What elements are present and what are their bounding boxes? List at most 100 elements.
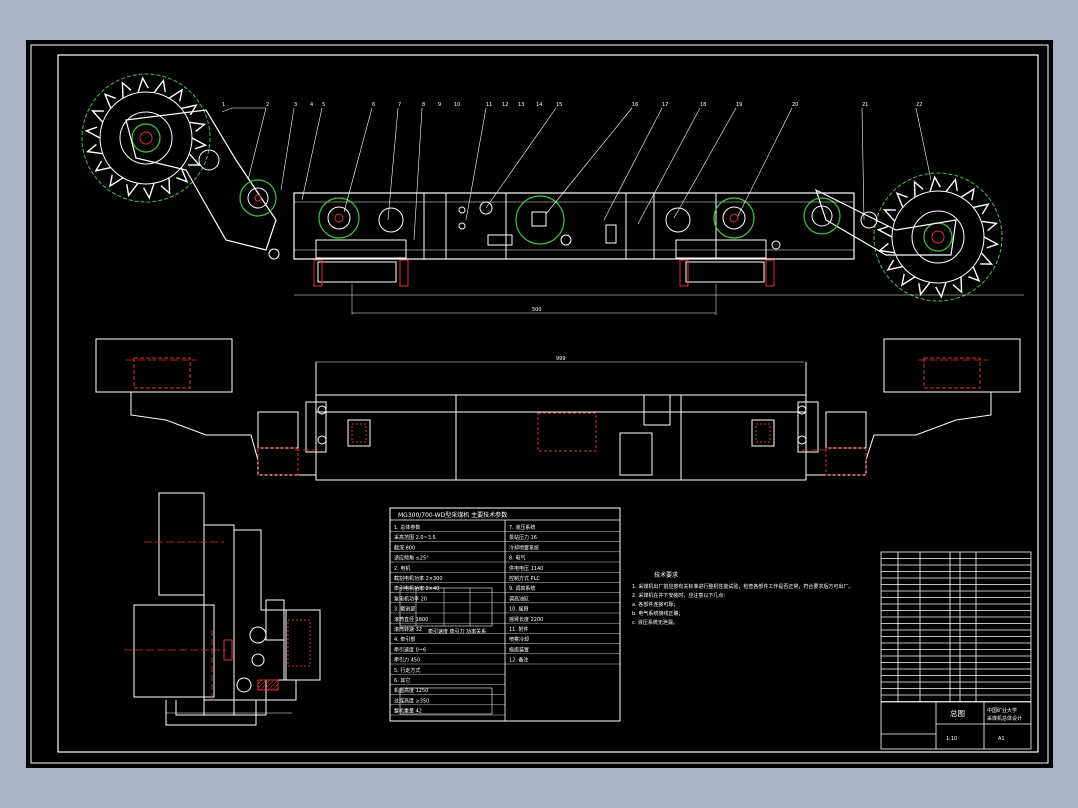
params-row-left: 6. 其它 (394, 677, 410, 684)
title-scale: 1:10 (946, 736, 957, 742)
tech-req-line: a. 各部件连接可靠； (632, 601, 678, 608)
params-row-left: 牵引电机功率 2×40 (394, 585, 439, 592)
drum-pick (901, 273, 916, 287)
params-row-left: 5. 行走方式 (394, 667, 420, 674)
part-number-label: 15 (556, 102, 562, 108)
drum-pick (983, 236, 1000, 249)
params-row-left: 整机重量 42 (394, 708, 422, 715)
params-row-right: 11. 附件 (509, 626, 529, 633)
drum-pick (960, 187, 975, 201)
part-number-label: 13 (518, 102, 524, 108)
part-number-label: 5 (322, 102, 325, 108)
part-number-label: 17 (662, 102, 668, 108)
params-row-right: 拖缆装置 (509, 646, 529, 653)
mechanical-drawing: 500 12345678910111213141516171819202122 … (30, 44, 1049, 764)
drum-pick (153, 78, 166, 94)
params-row-right: 泵站压力 16 (509, 534, 537, 541)
shearer-plan-view: 999 (95, 338, 1021, 481)
params-row-left: 牵引速度 0~6 (394, 646, 426, 653)
params-row-left: 截深 800 (394, 544, 415, 551)
part-number-label: 3 (294, 102, 297, 108)
drum-pick (895, 191, 908, 208)
params-row-right: 8. 电气 (509, 555, 525, 562)
drum-pick (176, 167, 189, 184)
params-row-left: 4. 牵引部 (394, 636, 415, 643)
right-cutting-drum (873, 172, 1003, 302)
params-row-right: 喷雾冷却 (509, 636, 529, 643)
tech-req-line: 2. 采煤机在井下安装时，应注意以下几点： (632, 592, 728, 599)
title-school: 中国矿业大学 (987, 707, 1017, 714)
part-number-label: 11 (486, 102, 492, 108)
parts-list-and-title-block (880, 551, 1032, 750)
params-row-left: 截割电机功率 2×300 (394, 575, 443, 582)
title-drawing-name: 总图 (950, 708, 965, 718)
part-number-label: 21 (862, 102, 868, 108)
drum-pick (945, 177, 958, 193)
params-row-right: 摇臂长度 2200 (509, 616, 543, 623)
drum-pick (137, 76, 149, 93)
params-table-title: MG300/700-WD型采煤机 主要技术参数 (398, 511, 507, 519)
params-row-left: 滚筒直径 1800 (394, 616, 428, 623)
drum-pick (876, 225, 893, 238)
params-row-right: 冷却喷雾系统 (509, 544, 539, 551)
part-number-label: 8 (422, 102, 425, 108)
params-row-left: 适应倾角 ≤25° (394, 555, 429, 562)
drum-pick (109, 174, 124, 188)
params-row-right: 10. 摇臂 (509, 606, 529, 613)
title-product: 采煤机总体设计 (987, 715, 1022, 722)
part-number-label: 19 (736, 102, 742, 108)
part-number-label: 9 (438, 102, 441, 108)
params-row-right: 9. 调高系统 (509, 585, 535, 592)
title-sheet: A1 (998, 736, 1005, 742)
drum-pick (90, 110, 104, 123)
drum-pick (181, 104, 198, 116)
params-row-left: 1. 总体参数 (394, 524, 420, 531)
shearer-side-view (124, 492, 321, 726)
params-row-left: 采高范围 2.0~3.5 (394, 534, 436, 541)
drum-pick (168, 88, 183, 102)
drum-pick (188, 153, 202, 166)
drum-pick (886, 259, 903, 271)
drum-pick (103, 92, 116, 109)
part-number-label: 4 (310, 102, 313, 108)
tech-req-line: b. 电气系统接线正确； (632, 610, 683, 617)
params-row-right: 控制方式 PLC (509, 575, 540, 582)
tech-req-line: c. 液压系统无泄漏。 (632, 619, 678, 626)
part-number-label: 18 (700, 102, 706, 108)
params-row-left: 机面高度 1250 (394, 687, 428, 694)
params-mid-caption: 牵引速度 牵引力 功率关系 (428, 628, 486, 635)
part-number-label: 16 (632, 102, 638, 108)
part-number-label: 20 (792, 102, 798, 108)
drum-pick (918, 281, 931, 297)
part-number-label: 7 (398, 102, 401, 108)
drum-pick (191, 137, 208, 150)
drum-pick (968, 266, 981, 283)
params-row-left: 泵电机功率 20 (394, 595, 427, 602)
params-row-right: 12. 备注 (509, 657, 529, 664)
params-row-right: 7. 液压系统 (509, 524, 535, 531)
part-number-label: 1 (222, 102, 225, 108)
drum-pick (882, 209, 896, 222)
params-row-left: 3. 截割部 (394, 606, 415, 613)
part-number-label: 6 (372, 102, 375, 108)
tech-req-title: 技术要求 (654, 571, 678, 579)
dim-label-mid: 999 (556, 356, 566, 362)
drum-pick (980, 252, 994, 265)
part-number-label: 14 (536, 102, 542, 108)
part-number-label: 2 (266, 102, 269, 108)
drum-pick (929, 175, 941, 192)
outer-border (30, 44, 1049, 764)
tech-req-line: 1. 采煤机出厂前应按有关标准进行整机性能试验，检查各部件工作是否正常，符合要求… (632, 583, 853, 590)
drum-pick (935, 282, 947, 299)
drum-pick (85, 143, 103, 155)
drum-pick (973, 203, 990, 215)
params-row-right: 供电电压 1140 (509, 565, 543, 572)
params-row-left: 过煤高度 ≥350 (394, 697, 429, 704)
drum-pick (143, 183, 155, 200)
params-row-left: 2. 电机 (394, 565, 410, 572)
params-row-left: 滚筒转速 32 (394, 626, 422, 633)
part-number-label: 12 (502, 102, 508, 108)
